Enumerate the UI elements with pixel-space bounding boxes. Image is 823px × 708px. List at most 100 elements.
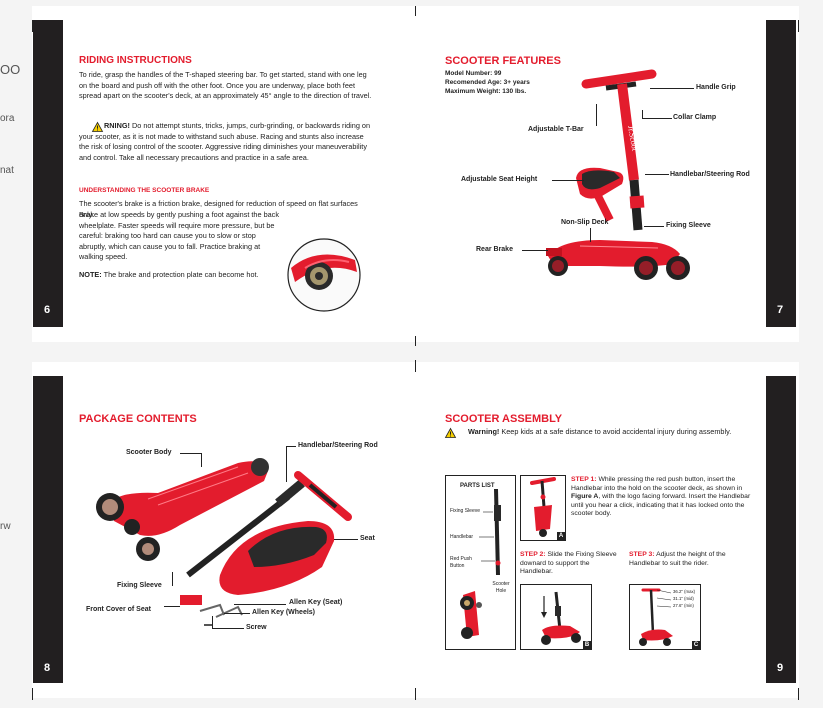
crop-mark bbox=[32, 20, 33, 32]
leader-line bbox=[164, 606, 180, 607]
brake-heading: UNDERSTANDING THE SCOOTER BRAKE bbox=[79, 187, 210, 194]
page-title: SCOOTER FEATURES bbox=[445, 55, 561, 67]
brake-text-1: The scooter's brake is a friction brake,… bbox=[79, 199, 358, 219]
spread-top bbox=[32, 6, 799, 342]
step2-text: STEP 2: Slide the Fixing Sleeve downard … bbox=[520, 551, 622, 577]
part-red-push-button: Red Push Button bbox=[450, 556, 472, 569]
warning-label: RNING! bbox=[104, 121, 130, 130]
leader-line bbox=[212, 628, 244, 629]
page-title: SCOOTER ASSEMBLY bbox=[445, 413, 563, 425]
page9-side-bar bbox=[766, 376, 796, 683]
leader-line bbox=[286, 446, 287, 482]
label-front-cover: Front Cover of Seat bbox=[86, 606, 151, 613]
label-allen-key-wheels: Allen Key (Wheels) bbox=[252, 609, 316, 616]
intro-text: To ride, grasp the handles of the T-shap… bbox=[79, 70, 372, 101]
parts-list-heading: PARTS LIST bbox=[460, 483, 495, 489]
leader-line bbox=[596, 104, 597, 126]
figure-b-tag: B bbox=[583, 641, 591, 649]
page6-side-bar bbox=[33, 20, 63, 327]
leader-line bbox=[642, 110, 643, 118]
crop-mark bbox=[798, 688, 799, 700]
part-scooter-hole: Scooter Hole bbox=[492, 581, 510, 594]
package-contents-image bbox=[96, 458, 352, 626]
page-number: 8 bbox=[44, 662, 51, 674]
bg-fragment: ora bbox=[0, 113, 15, 124]
part-fixing-sleeve: Fixing Sleeve bbox=[450, 508, 481, 514]
figure-a-tag: A bbox=[557, 532, 565, 540]
step3-label: STEP 3: bbox=[629, 551, 655, 558]
note-paragraph: NOTE: The brake and protection plate can… bbox=[79, 270, 285, 281]
bg-fragment: OO bbox=[0, 62, 21, 77]
figure-a-image bbox=[530, 477, 556, 537]
step1-body: While pressing the red push button, inse… bbox=[571, 476, 743, 492]
crop-mark bbox=[415, 688, 416, 700]
label-fixing-sleeve: Fixing Sleeve bbox=[117, 582, 162, 589]
label-allen-key-seat: Allen Key (Seat) bbox=[289, 599, 343, 606]
brake-text-bold: Brake at low speeds by gently pushing a … bbox=[79, 210, 279, 262]
scooter-features-image: Jr.Scoot bbox=[546, 69, 690, 280]
label-adjustable-tbar: Adjustable T-Bar bbox=[528, 126, 584, 133]
step1-figure-ref: Figure A bbox=[571, 493, 599, 501]
brake-bold-text: Brake at low speeds by gently pushing a … bbox=[79, 210, 285, 263]
label-screw: Screw bbox=[246, 624, 267, 631]
note-text: The brake and protection plate can becom… bbox=[103, 270, 259, 279]
model-number: Model Number: 99 bbox=[445, 70, 502, 77]
page-number: 7 bbox=[777, 304, 784, 316]
label-seat: Seat bbox=[360, 535, 375, 542]
leader-line bbox=[286, 446, 296, 447]
height-max: 36.2" (max) bbox=[673, 589, 696, 594]
label-fixing-sleeve: Fixing Sleeve bbox=[666, 222, 711, 229]
warning-icon bbox=[444, 427, 457, 438]
part-handlebar: Handlebar bbox=[450, 534, 474, 540]
step3-body: Adjust the height of the Handlebar to su… bbox=[629, 551, 726, 567]
leader-line bbox=[522, 250, 548, 251]
parts-list-image bbox=[460, 488, 501, 639]
label-collar-clamp: Collar Clamp bbox=[673, 114, 717, 121]
figure-c-image bbox=[639, 588, 673, 646]
crop-mark bbox=[798, 20, 799, 32]
step1-text: STEP 1: While pressing the red push butt… bbox=[571, 476, 757, 519]
bg-fragment: rw bbox=[0, 521, 11, 532]
leader-line bbox=[334, 539, 358, 540]
leader-line bbox=[642, 118, 672, 119]
warning-text: Do not attempt stunts, tricks, jumps, cu… bbox=[79, 121, 371, 162]
leader-line bbox=[180, 453, 202, 454]
label-non-slip-deck: Non-Slip Deck bbox=[561, 219, 609, 226]
bg-fragment: nat bbox=[0, 165, 14, 176]
page8-side-bar bbox=[33, 376, 63, 683]
step3-text: STEP 3: Adjust the height of the Handleb… bbox=[629, 551, 729, 568]
step2-body: Slide the Fixing Sleeve downard to suppo… bbox=[520, 551, 617, 576]
leader-line bbox=[172, 572, 173, 586]
height-min: 27.6" (min) bbox=[673, 603, 694, 608]
label-steering-rod: Handlebar/Steering Rod bbox=[670, 171, 750, 178]
leader-line bbox=[234, 604, 286, 605]
leader-line bbox=[644, 226, 664, 227]
step1-label: STEP 1: bbox=[571, 476, 597, 483]
crop-mark bbox=[415, 360, 416, 372]
page-number: 6 bbox=[44, 304, 51, 316]
crop-mark bbox=[415, 336, 416, 346]
leader-line bbox=[224, 613, 250, 614]
brake-text: The scooter's brake is a friction brake,… bbox=[79, 199, 374, 220]
page7-side-bar bbox=[766, 20, 796, 327]
warning-text: Keep kids at a safe distance to avoid ac… bbox=[501, 427, 732, 436]
parts-list-box bbox=[445, 475, 516, 650]
recommended-age: Recomended Age: 3+ years bbox=[445, 79, 530, 86]
brake-closeup-image bbox=[287, 238, 361, 312]
height-mid: 31.1" (mid) bbox=[673, 596, 694, 601]
assembly-warning: Warning! Keep kids at a safe distance to… bbox=[444, 427, 745, 438]
label-scooter-body: Scooter Body bbox=[126, 449, 172, 456]
label-handle-grip: Handle Grip bbox=[696, 84, 736, 91]
leader-line bbox=[590, 228, 591, 242]
warning-icon bbox=[91, 121, 104, 132]
step2-label: STEP 2: bbox=[520, 551, 546, 558]
leader-line bbox=[650, 88, 694, 89]
figure-c-tag: C bbox=[692, 641, 700, 649]
figure-b-image bbox=[541, 591, 581, 645]
leader-line bbox=[212, 616, 213, 628]
maximum-weight: Maximum Weight: 130 lbs. bbox=[445, 88, 527, 95]
page-title: RIDING INSTRUCTIONS bbox=[79, 55, 192, 66]
label-steering-rod: Handlebar/Steering Rod bbox=[298, 442, 378, 449]
crop-mark bbox=[32, 688, 33, 700]
page-title: PACKAGE CONTENTS bbox=[79, 413, 197, 425]
